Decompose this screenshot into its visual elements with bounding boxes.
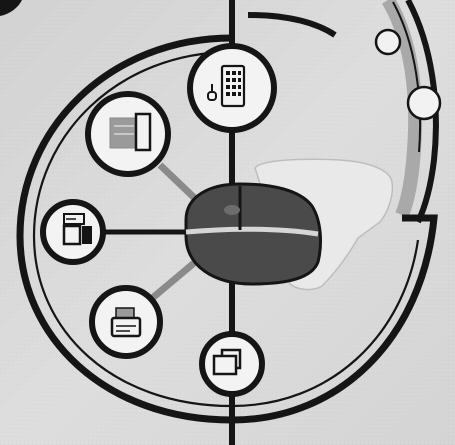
band-node-small bbox=[376, 30, 400, 54]
peripheral-node-fax-machine bbox=[92, 288, 160, 356]
peripheral-node-keyboard bbox=[190, 46, 274, 130]
peripheral-node-desktop-computer bbox=[43, 202, 103, 262]
peripheral-node-printer bbox=[88, 94, 168, 174]
band-node-large bbox=[408, 87, 440, 119]
computer-mouse-icon bbox=[186, 184, 320, 284]
peripheral-node-folder bbox=[202, 334, 262, 394]
printer-icon bbox=[110, 114, 150, 150]
